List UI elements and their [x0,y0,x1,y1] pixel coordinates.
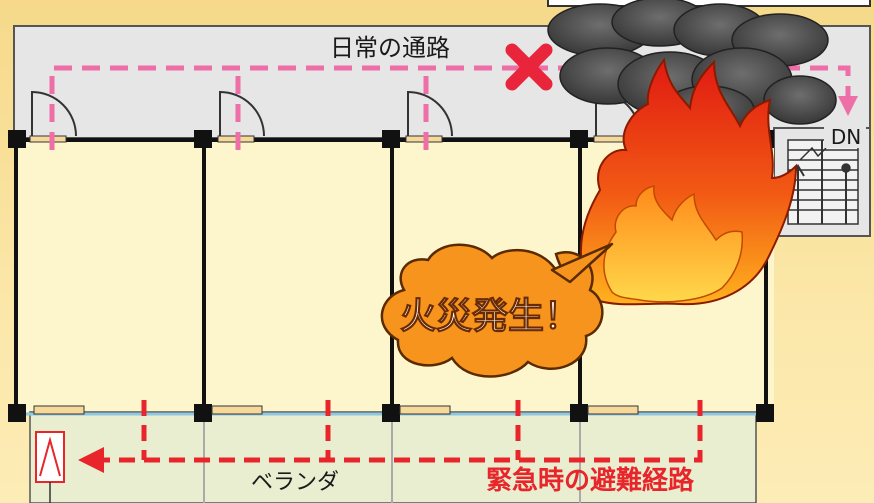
fire-outbreak-label: 火災発生！ [400,296,580,337]
emergency-route [96,400,703,463]
stairs-down-label: DN [831,125,861,149]
normal-route-arrow-icon [838,96,858,116]
emergency-route-label: 緊急時の避難経路 [486,465,695,496]
veranda-label: ベランダ [251,470,339,495]
escape-hatch-icon [35,431,65,503]
fire-alert-bubble: 火災発生！ [380,242,614,378]
cross-mark-icon [505,43,553,91]
emergency-route-arrow-icon [78,447,104,473]
normal-route [49,65,851,150]
hallway-label: 日常の通路 [330,34,450,62]
veranda-windows [33,405,639,415]
staircase-icon [787,139,859,225]
flame-icon [579,57,798,306]
columns [8,130,774,422]
